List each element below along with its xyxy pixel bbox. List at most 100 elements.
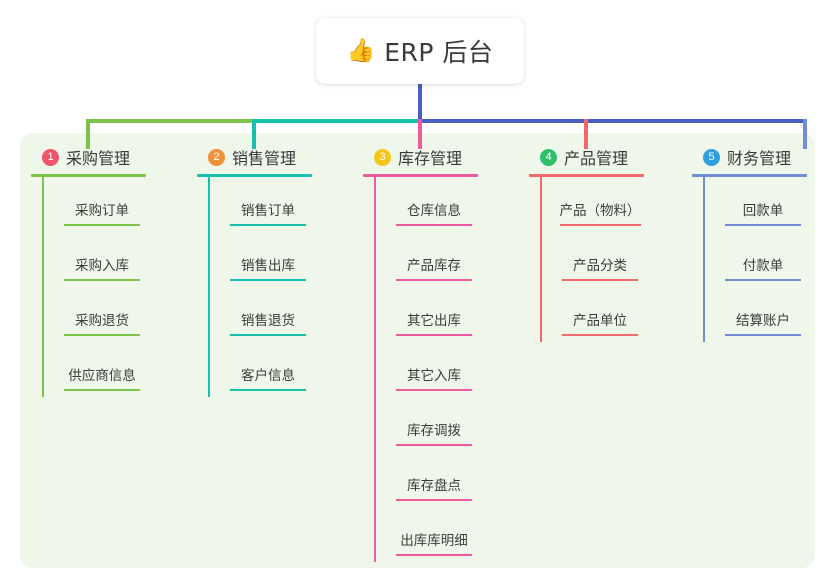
item-label: 客户信息 <box>241 368 295 384</box>
item-cell: 其它入库 <box>390 364 478 397</box>
list-item[interactable]: 仓库信息 <box>374 177 478 232</box>
list-item[interactable]: 库存盘点 <box>374 452 478 507</box>
list-item[interactable]: 产品（物料） <box>540 177 644 232</box>
list-item[interactable]: 销售订单 <box>208 177 312 232</box>
item-underline <box>396 554 472 556</box>
column-title: 库存管理 <box>398 149 463 168</box>
list-item[interactable]: 采购退货 <box>42 287 146 342</box>
list-item[interactable]: 销售退货 <box>208 287 312 342</box>
item-label: 库存调拨 <box>407 423 461 439</box>
list-item[interactable]: 产品单位 <box>540 287 644 342</box>
item-underline <box>230 279 306 281</box>
list-item[interactable]: 其它入库 <box>374 342 478 397</box>
list-item[interactable]: 采购入库 <box>42 232 146 287</box>
list-item[interactable]: 其它出库 <box>374 287 478 342</box>
item-spine <box>374 287 376 342</box>
column-items: 仓库信息产品库存其它出库其它入库库存调拨库存盘点出库库明细 <box>363 177 478 562</box>
root-node[interactable]: 👍 ERP 后台 <box>316 18 524 84</box>
drop-teal <box>252 119 256 149</box>
item-label: 销售出库 <box>241 258 295 274</box>
column-items: 采购订单采购入库采购退货供应商信息 <box>31 177 146 397</box>
item-underline <box>230 224 306 226</box>
list-item[interactable]: 出库库明细 <box>374 507 478 562</box>
item-underline <box>725 279 801 281</box>
item-label: 销售订单 <box>241 203 295 219</box>
list-item[interactable]: 产品库存 <box>374 232 478 287</box>
diagram-panel <box>20 133 815 568</box>
item-cell: 仓库信息 <box>390 199 478 232</box>
item-label: 结算账户 <box>736 313 790 329</box>
list-item[interactable]: 回款单 <box>703 177 807 232</box>
item-label: 采购退货 <box>75 313 129 329</box>
list-item[interactable]: 结算账户 <box>703 287 807 342</box>
item-spine <box>540 287 542 342</box>
item-spine <box>208 177 210 232</box>
item-label: 采购订单 <box>75 203 129 219</box>
column-header-rule <box>529 174 644 177</box>
item-cell: 客户信息 <box>224 364 312 397</box>
column-header-rule <box>363 174 478 177</box>
list-item[interactable]: 采购订单 <box>42 177 146 232</box>
list-item[interactable]: 销售出库 <box>208 232 312 287</box>
item-spine <box>42 177 44 232</box>
item-spine <box>703 232 705 287</box>
item-spine <box>703 177 705 232</box>
item-spine <box>540 232 542 287</box>
item-underline <box>64 224 140 226</box>
item-cell: 产品（物料） <box>554 199 647 232</box>
item-label: 其它入库 <box>407 368 461 384</box>
root-stem <box>418 84 422 121</box>
column-items: 回款单付款单结算账户 <box>692 177 807 342</box>
item-underline <box>396 444 472 446</box>
segment-teal <box>252 119 418 123</box>
column-header-rule <box>31 174 146 177</box>
drop-blue <box>803 119 807 149</box>
item-label: 出库库明细 <box>400 533 468 549</box>
item-cell: 产品分类 <box>556 254 644 287</box>
item-underline <box>396 279 472 281</box>
item-cell: 出库库明细 <box>390 529 478 562</box>
item-underline <box>64 279 140 281</box>
item-spine <box>208 287 210 342</box>
item-label: 采购入库 <box>75 258 129 274</box>
item-underline <box>396 334 472 336</box>
item-spine <box>208 232 210 287</box>
item-cell: 回款单 <box>719 199 807 232</box>
list-item[interactable]: 客户信息 <box>208 342 312 397</box>
item-cell: 销售退货 <box>224 309 312 342</box>
item-cell: 采购入库 <box>58 254 146 287</box>
column-header-rule <box>197 174 312 177</box>
item-spine <box>374 342 376 397</box>
segment-blue <box>421 119 807 123</box>
list-item[interactable]: 付款单 <box>703 232 807 287</box>
item-cell: 结算账户 <box>719 309 807 342</box>
item-cell: 产品单位 <box>556 309 644 342</box>
column-title: 采购管理 <box>66 149 131 168</box>
list-item[interactable]: 产品分类 <box>540 232 644 287</box>
drop-red <box>584 119 588 149</box>
column-title: 财务管理 <box>727 149 792 168</box>
column-items: 销售订单销售出库销售退货客户信息 <box>197 177 312 397</box>
item-cell: 销售出库 <box>224 254 312 287</box>
item-underline <box>64 334 140 336</box>
drop-green <box>86 119 90 149</box>
item-label: 产品（物料） <box>559 203 641 219</box>
item-cell: 付款单 <box>719 254 807 287</box>
item-spine <box>374 452 376 507</box>
list-item[interactable]: 库存调拨 <box>374 397 478 452</box>
column-number-badge: 2 <box>208 148 225 166</box>
list-item[interactable]: 供应商信息 <box>42 342 146 397</box>
item-cell: 采购订单 <box>58 199 146 232</box>
column-header-rule <box>692 174 807 177</box>
item-label: 销售退货 <box>241 313 295 329</box>
item-cell: 销售订单 <box>224 199 312 232</box>
item-cell: 供应商信息 <box>58 364 146 397</box>
